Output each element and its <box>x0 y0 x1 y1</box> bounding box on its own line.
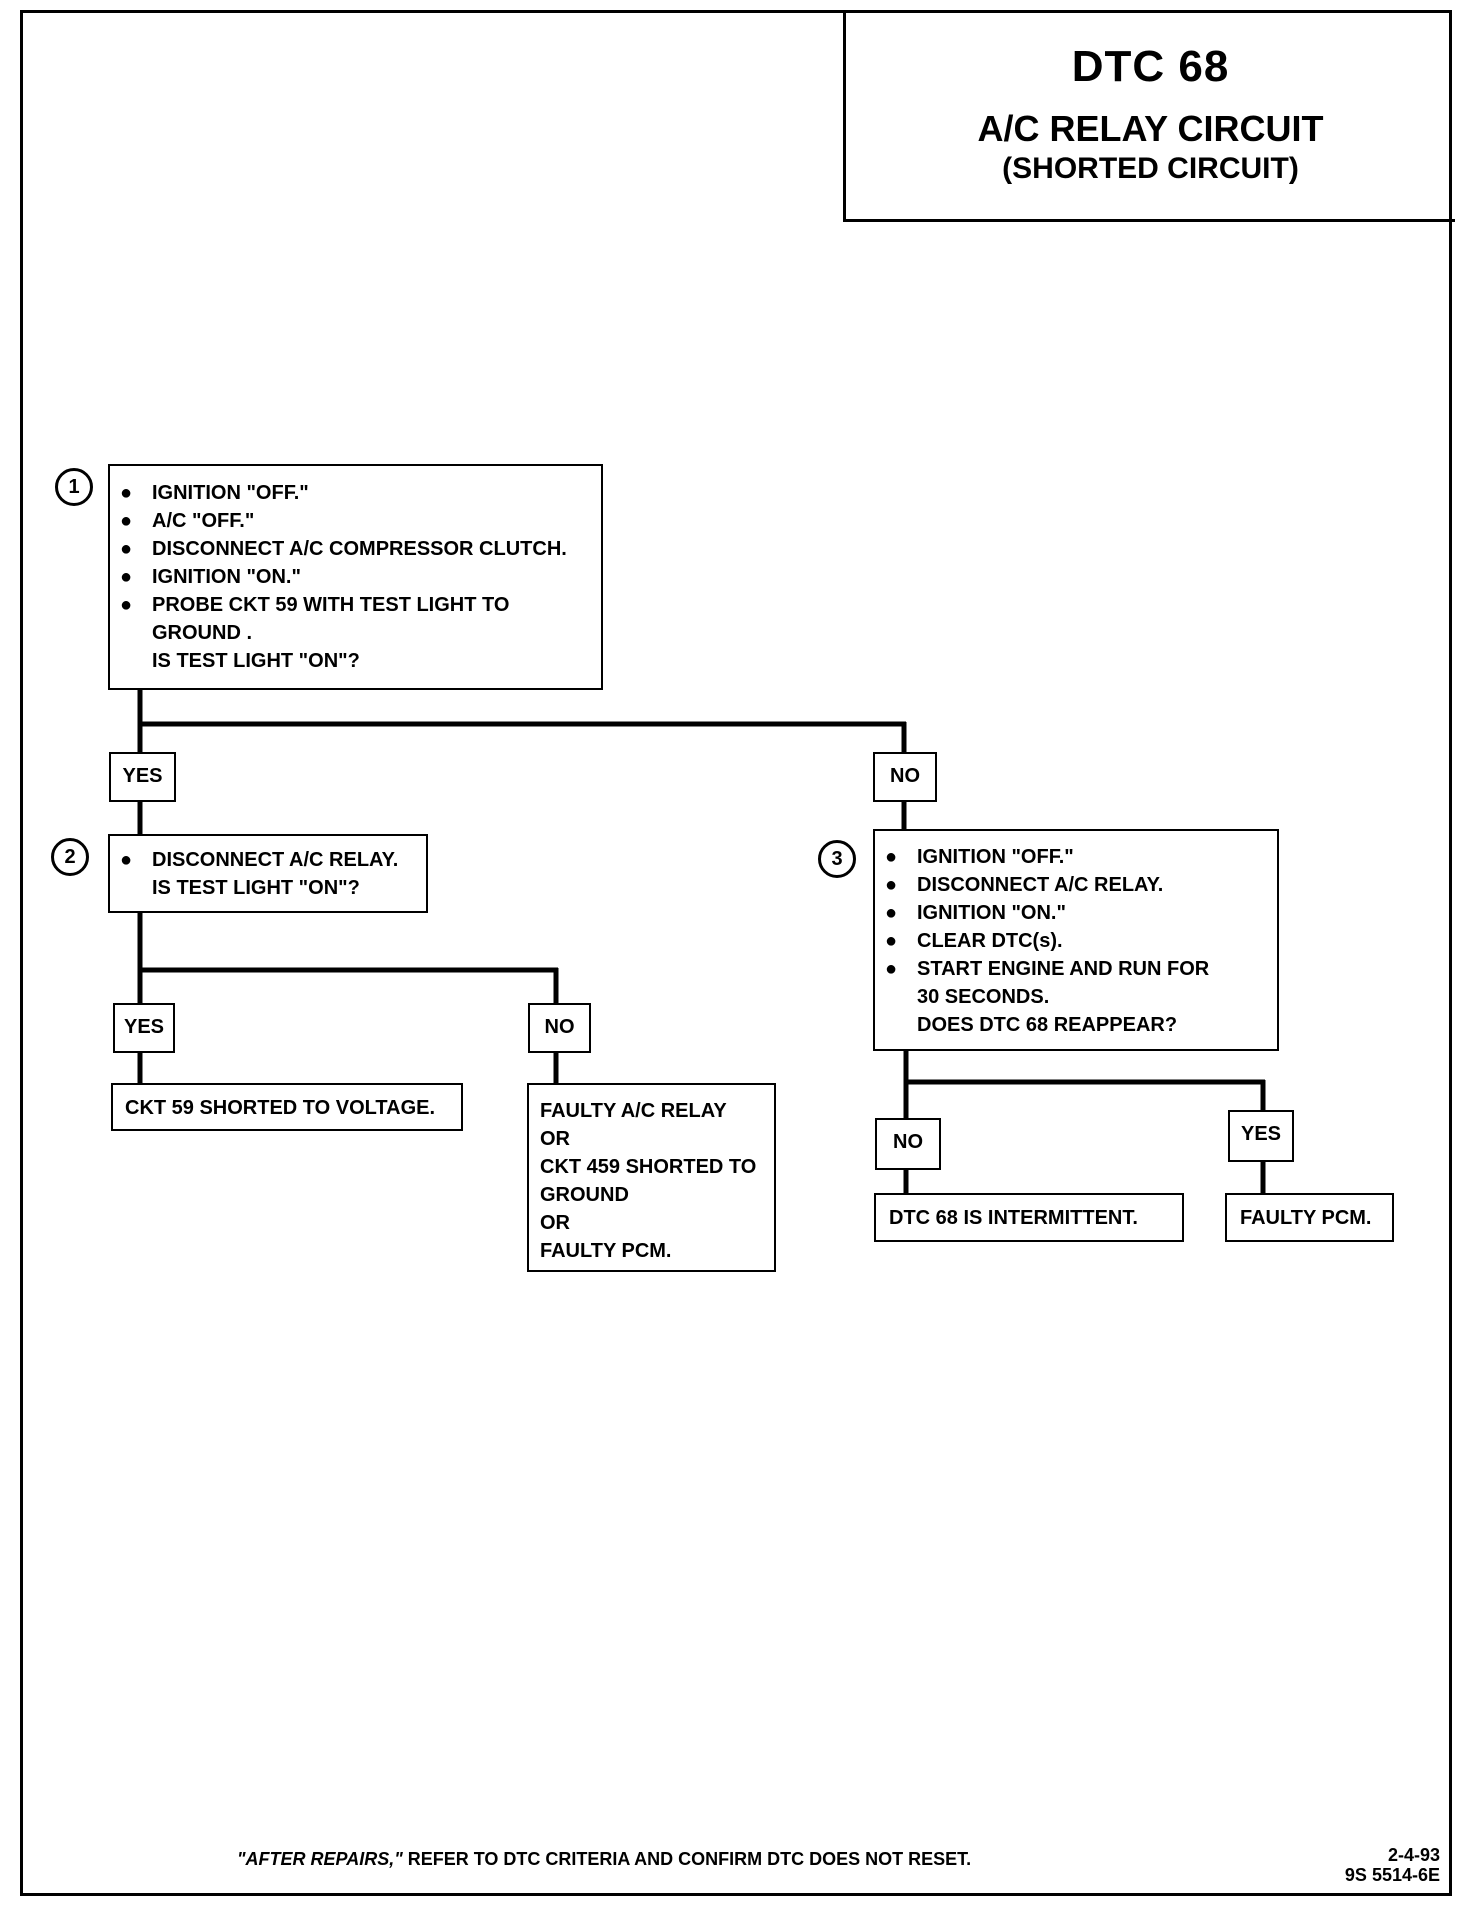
step3-item: ●DISCONNECT A/C RELAY. <box>885 874 1164 896</box>
footer-note: "AFTER REPAIRS," REFER TO DTC CRITERIA A… <box>237 1849 971 1870</box>
footer-date: 2-4-93 <box>1387 1845 1440 1865</box>
result-line: OR <box>540 1212 570 1234</box>
page-border <box>20 10 1452 1896</box>
step1-item: ●PROBE CKT 59 WITH TEST LIGHT TO GROUND … <box>120 594 510 644</box>
result-faulty-relay: FAULTY A/C RELAY OR CKT 459 SHORTED TO G… <box>527 1083 776 1272</box>
step2-question: IS TEST LIGHT "ON"? <box>152 877 360 899</box>
result-faulty-pcm-text: FAULTY PCM. <box>1240 1207 1372 1229</box>
no-label-step2: NO <box>528 1003 591 1053</box>
result-faulty-pcm: FAULTY PCM. <box>1225 1193 1394 1242</box>
result-intermittent-text: DTC 68 IS INTERMITTENT. <box>889 1207 1138 1229</box>
step3-box: ●IGNITION "OFF." ●DISCONNECT A/C RELAY. … <box>873 829 1279 1051</box>
footer-reference: 2-4-93 9S 5514-6E <box>1340 1845 1440 1885</box>
step1-question: IS TEST LIGHT "ON"? <box>152 650 360 672</box>
footer-note-emphasis: "AFTER REPAIRS," <box>237 1849 403 1869</box>
step2-box: ●DISCONNECT A/C RELAY. IS TEST LIGHT "ON… <box>108 834 428 913</box>
result-intermittent: DTC 68 IS INTERMITTENT. <box>874 1193 1184 1242</box>
footer-note-text: REFER TO DTC CRITERIA AND CONFIRM DTC DO… <box>402 1849 972 1869</box>
step-number-2: 2 <box>51 838 89 876</box>
footer-code: 9S 5514-6E <box>1344 1865 1440 1885</box>
result-line: CKT 459 SHORTED TO <box>540 1156 757 1178</box>
result-line: GROUND <box>540 1184 629 1206</box>
step3-item: ●CLEAR DTC(s). <box>885 930 1063 952</box>
step3-item: ●IGNITION "ON." <box>885 902 1066 924</box>
condition-subtitle: (SHORTED CIRCUIT) <box>1002 152 1299 185</box>
yes-label-step3: YES <box>1228 1110 1294 1162</box>
dtc-title: DTC 68 <box>1071 42 1230 91</box>
step2-item: ●DISCONNECT A/C RELAY. <box>120 849 399 871</box>
step-number-3: 3 <box>818 840 856 878</box>
circuit-title: A/C RELAY CIRCUIT <box>977 108 1324 149</box>
title-block: DTC 68 A/C RELAY CIRCUIT (SHORTED CIRCUI… <box>843 12 1455 222</box>
step1-item: ●IGNITION "ON." <box>120 566 301 588</box>
result-line: FAULTY A/C RELAY <box>540 1100 727 1122</box>
step1-item: ●IGNITION "OFF." <box>120 482 309 504</box>
yes-label-step1: YES <box>109 752 176 802</box>
result-ckt59-text: CKT 59 SHORTED TO VOLTAGE. <box>125 1097 436 1119</box>
yes-label-step2: YES <box>113 1003 175 1053</box>
result-line: OR <box>540 1128 570 1150</box>
step3-item: ●START ENGINE AND RUN FOR 30 SECONDS. <box>885 958 1210 1008</box>
step3-question: DOES DTC 68 REAPPEAR? <box>917 1014 1178 1036</box>
step3-item: ●IGNITION "OFF." <box>885 846 1074 868</box>
result-line: FAULTY PCM. <box>540 1240 672 1262</box>
step1-item: ●DISCONNECT A/C COMPRESSOR CLUTCH. <box>120 538 567 560</box>
no-label-step3: NO <box>875 1118 941 1170</box>
no-label-step1: NO <box>873 752 937 802</box>
step-number-1: 1 <box>55 468 93 506</box>
result-ckt59-shorted: CKT 59 SHORTED TO VOLTAGE. <box>111 1083 463 1131</box>
step1-item: ●A/C "OFF." <box>120 510 255 532</box>
step1-box: ●IGNITION "OFF." ●A/C "OFF." ●DISCONNECT… <box>108 464 603 690</box>
